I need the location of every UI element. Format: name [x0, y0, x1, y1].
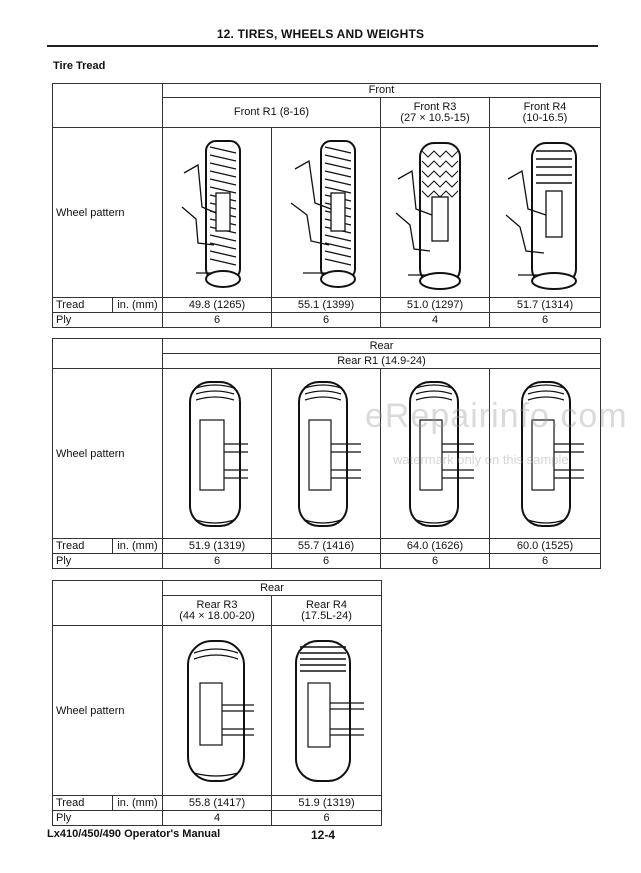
column-header-front-r3: Front R3 (27 × 10.5-15): [380, 97, 490, 128]
group-header: Rear: [161, 338, 602, 354]
tire-image-front-r4: [489, 127, 601, 298]
tread-value: 51.7 (1314): [489, 297, 601, 313]
tire-image-rear-r1-c: [380, 368, 490, 539]
tread-value: 60.0 (1525): [488, 538, 602, 554]
row-label-tread: Tread: [52, 297, 113, 313]
row-unit: in. (mm): [112, 538, 163, 554]
ply-value: 4: [380, 312, 490, 328]
ply-value: 6: [489, 312, 601, 328]
tread-value: 51.9 (1319): [162, 538, 272, 554]
column-header-front-r4: Front R4 (10-16.5): [489, 97, 601, 128]
tire-image-rear-r4: [271, 625, 382, 796]
row-label-wheel-pattern: Wheel pattern: [52, 625, 163, 796]
tire-image-rear-r1-d: [488, 368, 602, 539]
rear-tire-diagram: [189, 380, 248, 527]
column-header-front-r1: Front R1 (8-16): [162, 97, 381, 128]
column-header-line: Rear R4: [306, 598, 347, 611]
rear-tire-diagram: [294, 639, 364, 782]
tire-image-front-r1-wide: [271, 127, 381, 298]
ply-value: 6: [271, 810, 382, 826]
row-label-tread: Tread: [52, 795, 113, 811]
tread-value: 51.0 (1297): [380, 297, 490, 313]
front-tread-table: Front Front R1 (8-16) Front R3 (27 × 10.…: [52, 83, 601, 328]
tread-value: 55.1 (1399): [271, 297, 381, 313]
table-corner: [52, 580, 163, 626]
subgroup-header: Rear R1 (14.9-24): [161, 353, 602, 369]
tire-image-front-r3: [380, 127, 490, 298]
page-header-title: 12. TIRES, WHEELS AND WEIGHTS: [216, 27, 425, 41]
column-header-line: (27 × 10.5-15): [400, 111, 470, 124]
rear-tire-diagram: [409, 380, 474, 527]
rear-r1-tread-table: Rear Rear R1 (14.9-24) Wheel pattern: [52, 338, 602, 569]
column-header-line: (17.5L-24): [301, 609, 352, 622]
row-label-tread: Tread: [52, 538, 113, 554]
row-label-ply: Ply: [52, 810, 163, 826]
column-header-line: (10-16.5): [522, 111, 568, 124]
tread-value: 51.9 (1319): [271, 795, 382, 811]
row-label-ply: Ply: [52, 553, 163, 569]
watermark-text: eRepairinfo.com: [365, 397, 628, 435]
column-header-line: Rear R3: [196, 598, 238, 611]
front-tire-diagram: [181, 139, 241, 288]
row-unit: in. (mm): [112, 795, 163, 811]
tire-image-rear-r1-b: [271, 368, 381, 539]
row-label-wheel-pattern: Wheel pattern: [52, 127, 163, 298]
group-header: Rear: [162, 580, 382, 596]
rear-tire-diagram: [298, 380, 361, 527]
column-header-line: Front R4: [523, 100, 567, 113]
ply-value: 6: [488, 553, 602, 569]
section-title: Tire Tread: [53, 60, 106, 72]
front-tire-diagram: [395, 141, 461, 290]
tire-image-rear-r3: [162, 625, 272, 796]
tire-image-rear-r1-a: [162, 368, 272, 539]
rear-tire-diagram: [187, 639, 254, 782]
table-corner: [52, 338, 163, 369]
table-corner: [52, 83, 163, 128]
header-rule: [47, 45, 598, 47]
ply-value: 6: [271, 312, 381, 328]
column-header-rear-r3: Rear R3 (44 × 18.00-20): [162, 595, 272, 626]
ply-value: 6: [271, 553, 381, 569]
row-unit: in. (mm): [112, 297, 163, 313]
front-tire-diagram: [290, 139, 356, 288]
column-header-line: (44 × 18.00-20): [179, 609, 255, 622]
ply-value: 4: [162, 810, 272, 826]
rear-r3-r4-tread-table: Rear Rear R3 (44 × 18.00-20) Rear R4 (17…: [52, 580, 382, 826]
rear-tire-diagram: [521, 380, 585, 527]
tread-value: 55.7 (1416): [271, 538, 381, 554]
ply-value: 6: [380, 553, 490, 569]
column-header-line: Front R3: [413, 100, 457, 113]
front-tire-diagram: [505, 141, 577, 290]
tire-image-front-r1-narrow: [162, 127, 272, 298]
tread-value: 64.0 (1626): [380, 538, 490, 554]
ply-value: 6: [162, 312, 272, 328]
group-header: Front: [162, 83, 601, 98]
ply-value: 6: [162, 553, 272, 569]
watermark-subtext: watermark only on this sample: [393, 452, 569, 467]
column-header-rear-r4: Rear R4 (17.5L-24): [271, 595, 382, 626]
row-label-wheel-pattern: Wheel pattern: [52, 368, 163, 539]
manual-title: Lx410/450/490 Operator's Manual: [47, 828, 221, 840]
row-label-ply: Ply: [52, 312, 163, 328]
page-number: 12-4: [311, 828, 336, 842]
tread-value: 49.8 (1265): [162, 297, 272, 313]
tread-value: 55.8 (1417): [162, 795, 272, 811]
